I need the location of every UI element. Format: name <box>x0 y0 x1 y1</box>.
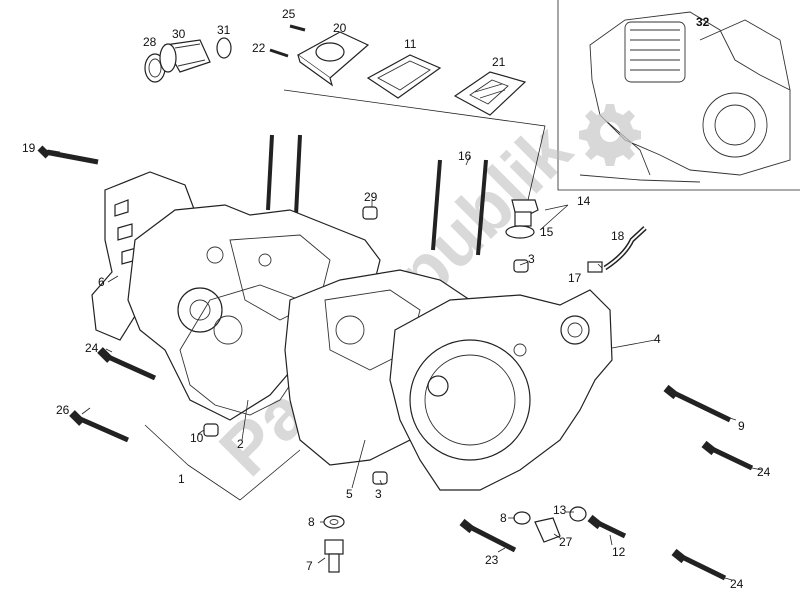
callout-11: 11 <box>404 37 417 51</box>
callout-20: 20 <box>333 21 347 35</box>
callout-16: 16 <box>458 149 472 163</box>
callout-3-upper: 3 <box>528 252 535 266</box>
gear-icon <box>579 104 641 166</box>
callout-22: 22 <box>252 41 266 55</box>
callout-32: 32 <box>696 15 710 29</box>
stud-19 <box>37 145 99 165</box>
engine-inset <box>557 0 800 191</box>
screw-22 <box>269 48 289 58</box>
gasket-11 <box>366 54 442 99</box>
bolt-24c <box>671 548 727 581</box>
washer-8-left <box>323 515 345 529</box>
callout-24-right: 24 <box>757 465 771 479</box>
cylinder-studs <box>266 134 488 256</box>
callout-13: 13 <box>553 503 567 517</box>
callout-4: 4 <box>654 332 661 346</box>
washer-13 <box>569 506 587 522</box>
bolt-24b <box>701 440 754 471</box>
callout-27: 27 <box>559 535 573 549</box>
bolt-23 <box>459 518 517 553</box>
breather-hose-18 <box>603 226 647 271</box>
dowel-29 <box>362 206 378 220</box>
callout-3-lower: 3 <box>375 487 382 501</box>
clutch-cover-4 <box>389 289 613 491</box>
drain-plug-7 <box>324 539 344 573</box>
callout-8-left: 8 <box>308 515 315 529</box>
callout-23: 23 <box>485 553 499 567</box>
oil-filler-cap-14 <box>511 199 539 227</box>
callout-12: 12 <box>612 545 626 559</box>
callout-25: 25 <box>282 7 296 21</box>
bolt-12 <box>587 514 627 539</box>
dowel-3-upper <box>513 259 529 273</box>
leader-lines <box>47 149 763 581</box>
callout-30: 30 <box>172 27 186 41</box>
callout-2: 2 <box>237 437 244 451</box>
intake-clamp-31 <box>216 37 232 59</box>
callout-15: 15 <box>540 225 554 239</box>
callout-8-right: 8 <box>500 511 507 525</box>
callout-1: 1 <box>178 472 185 486</box>
reed-valve-21 <box>453 71 527 116</box>
callout-24-bottom: 24 <box>730 577 744 591</box>
bolt-26 <box>69 410 130 443</box>
callout-24-upper-left: 24 <box>85 341 99 355</box>
callout-10: 10 <box>190 431 204 445</box>
callout-5: 5 <box>346 487 353 501</box>
plug-27 <box>534 517 561 543</box>
reed-housing-20 <box>296 31 370 87</box>
bolt-9 <box>663 384 732 423</box>
callout-7: 7 <box>306 559 313 573</box>
o-ring-15 <box>505 225 535 239</box>
callout-18: 18 <box>611 229 625 243</box>
crankcase-left-1 <box>127 204 381 421</box>
callout-19: 19 <box>22 141 36 155</box>
callout-26: 26 <box>56 403 70 417</box>
callout-28: 28 <box>143 35 157 49</box>
callout-14: 14 <box>577 194 591 208</box>
callout-17: 17 <box>568 271 582 285</box>
callout-29: 29 <box>364 190 378 204</box>
dowel-3-lower <box>372 471 388 485</box>
screw-25 <box>289 24 306 32</box>
washer-8-right <box>513 511 531 525</box>
callout-6: 6 <box>98 275 105 289</box>
fitting-17 <box>587 261 603 273</box>
callout-21: 21 <box>492 55 506 69</box>
callout-31: 31 <box>217 23 231 37</box>
callout-labels: 28 30 31 25 22 20 11 21 32 19 16 29 14 1… <box>22 7 771 591</box>
dowel-10 <box>203 423 219 437</box>
callout-9: 9 <box>738 419 745 433</box>
bolt-24a <box>97 347 157 381</box>
intake-manifold-30 <box>159 39 211 73</box>
